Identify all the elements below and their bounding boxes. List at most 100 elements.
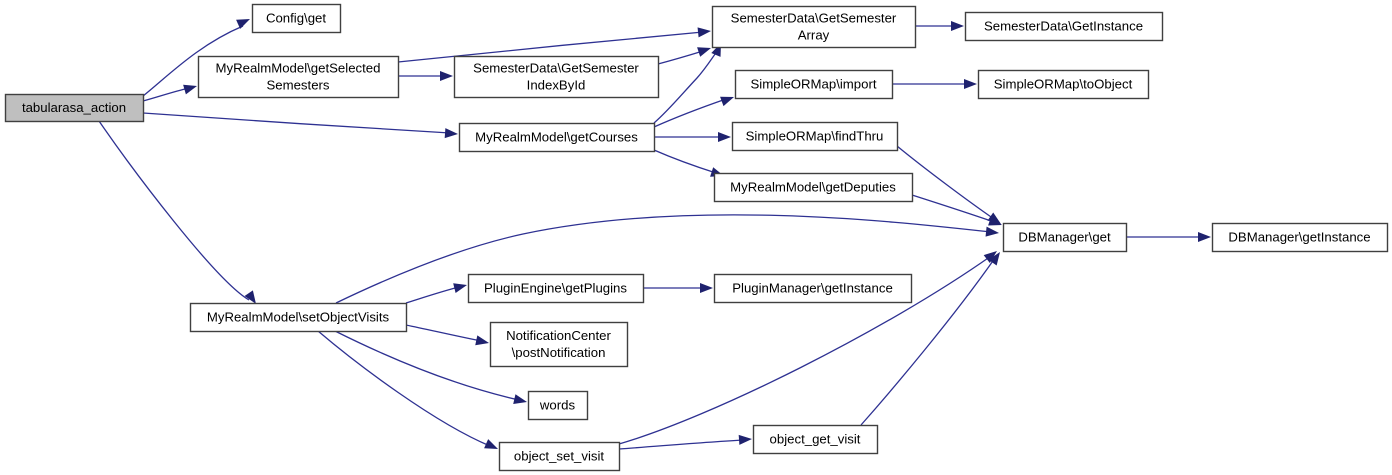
arrowhead-icon — [244, 290, 256, 304]
graph-node-tabularasa_action[interactable]: tabularasa_action — [4, 93, 145, 123]
node-label: object_set_visit — [514, 448, 604, 463]
node-box[interactable] — [713, 172, 914, 203]
graph-node-post_notification[interactable]: NotificationCenter\postNotification — [489, 321, 629, 368]
node-box[interactable] — [251, 3, 342, 34]
arrowhead-icon — [988, 252, 1000, 266]
arrowhead-icon — [951, 21, 964, 31]
graph-node-get_courses[interactable]: MyRealmModel\getCourses — [458, 122, 656, 153]
call-edge-object_set_visit-to-object_get_visit — [618, 434, 752, 450]
node-layer: tabularasa_action Config\getMyRealmModel\… — [4, 3, 1389, 472]
node-box[interactable] — [711, 5, 917, 49]
node-label: MyRealmModel\setObjectVisits — [207, 309, 390, 324]
arrowhead-icon — [484, 439, 498, 449]
call-edge-set_object_visits-to-plugin_get_plugins — [405, 283, 467, 304]
arrowhead-icon — [475, 335, 489, 346]
edge-line — [334, 330, 520, 401]
graph-node-db_get_instance[interactable]: DBManager\getInstance — [1211, 222, 1389, 253]
node-box[interactable] — [458, 122, 656, 153]
call-edge-object_get_visit-to-db_get — [860, 252, 1000, 426]
edge-line — [860, 257, 996, 426]
edge-line — [618, 255, 992, 445]
node-box[interactable] — [527, 390, 589, 421]
edge-line — [653, 98, 727, 128]
call-edge-object_set_visit-to-db_get — [618, 251, 997, 445]
node-label: SimpleORMap\import — [750, 76, 876, 91]
graph-node-object_set_visit[interactable]: object_set_visit — [498, 441, 621, 472]
arrowhead-icon — [738, 434, 752, 445]
graph-node-orm_import[interactable]: SimpleORMap\import — [734, 69, 894, 100]
arrowhead-icon — [718, 132, 731, 142]
call-edge-tabularasa_action-to-config_get — [142, 19, 250, 97]
graph-node-get_deputies[interactable]: MyRealmModel\getDeputies — [713, 172, 914, 203]
edge-line — [405, 324, 482, 342]
node-label: PluginEngine\getPlugins — [484, 280, 627, 295]
edge-line — [317, 330, 491, 447]
node-box[interactable] — [734, 69, 894, 100]
node-label: MyRealmModel\getSelected — [216, 60, 381, 75]
graph-node-config_get[interactable]: Config\get — [251, 3, 342, 34]
call-edge-get_deputies-to-db_get — [911, 194, 1002, 226]
arrowhead-icon — [183, 84, 197, 95]
node-box[interactable] — [977, 69, 1150, 100]
call-edge-set_object_visits-to-db_get — [335, 214, 999, 304]
node-label: SimpleORMap\toObject — [994, 76, 1133, 91]
graph-node-orm_find_thru[interactable]: SimpleORMap\findThru — [731, 121, 899, 152]
arrowhead-icon — [236, 19, 250, 29]
node-label: SemesterData\GetSemester — [473, 60, 639, 75]
node-label: MyRealmModel\getCourses — [475, 129, 638, 144]
node-box[interactable] — [731, 121, 899, 152]
node-box[interactable] — [453, 55, 660, 99]
arrowhead-icon — [453, 283, 467, 293]
call-edge-sem_array-to-sem_instance — [915, 21, 964, 31]
graph-node-object_get_visit[interactable]: object_get_visit — [752, 424, 879, 455]
node-box[interactable] — [4, 93, 145, 123]
node-label: SemesterData\GetSemester — [731, 10, 897, 25]
edge-line — [618, 439, 745, 450]
node-label: words — [539, 397, 576, 412]
node-box[interactable] — [197, 55, 400, 99]
node-box[interactable] — [964, 11, 1164, 42]
graph-node-set_object_visits[interactable]: MyRealmModel\setObjectVisits — [189, 302, 408, 333]
edge-layer — [98, 19, 1211, 450]
call-edge-db_get-to-db_get_instance — [1126, 232, 1211, 242]
graph-node-orm_to_object[interactable]: SimpleORMap\toObject — [977, 69, 1150, 100]
edge-line — [335, 214, 992, 304]
arrowhead-icon — [697, 47, 711, 57]
node-box[interactable] — [752, 424, 879, 455]
call-edge-set_object_visits-to-object_set_visit — [317, 330, 498, 449]
call-edge-set_object_visits-to-post_notification — [405, 324, 489, 346]
node-box[interactable] — [489, 321, 629, 368]
call-edge-get_courses-to-orm_import — [653, 96, 734, 128]
edge-line — [911, 194, 995, 223]
arrowhead-icon — [720, 96, 734, 107]
edge-line — [142, 112, 451, 134]
graph-node-db_get[interactable]: DBManager\get — [1002, 222, 1128, 253]
node-box[interactable] — [1211, 222, 1389, 253]
node-label: DBManager\get — [1018, 229, 1111, 244]
call-edge-get_courses-to-sem_array — [653, 43, 721, 124]
node-label: MyRealmModel\getDeputies — [730, 179, 896, 194]
arrowhead-icon — [964, 79, 977, 89]
node-box[interactable] — [189, 302, 408, 333]
graph-node-plugin_mgr_instance[interactable]: PluginManager\getInstance — [713, 273, 913, 304]
graph-node-sem_instance[interactable]: SemesterData\GetInstance — [964, 11, 1164, 42]
edge-line — [657, 50, 704, 65]
arrowhead-icon — [1198, 232, 1211, 242]
arrowhead-icon — [985, 226, 999, 237]
call-edge-sem_index_by_id-to-sem_array — [657, 47, 711, 65]
graph-node-words[interactable]: words — [527, 390, 589, 421]
edge-line — [653, 149, 717, 174]
node-label: tabularasa_action — [22, 100, 126, 115]
arrowhead-icon — [988, 216, 1002, 226]
node-box[interactable] — [498, 441, 621, 472]
graph-node-plugin_get_plugins[interactable]: PluginEngine\getPlugins — [467, 273, 645, 304]
node-box[interactable] — [713, 273, 913, 304]
edge-line — [896, 145, 995, 220]
call-edge-tabularasa_action-to-get_courses — [142, 112, 458, 139]
node-box[interactable] — [1002, 222, 1128, 253]
node-box[interactable] — [467, 273, 645, 304]
